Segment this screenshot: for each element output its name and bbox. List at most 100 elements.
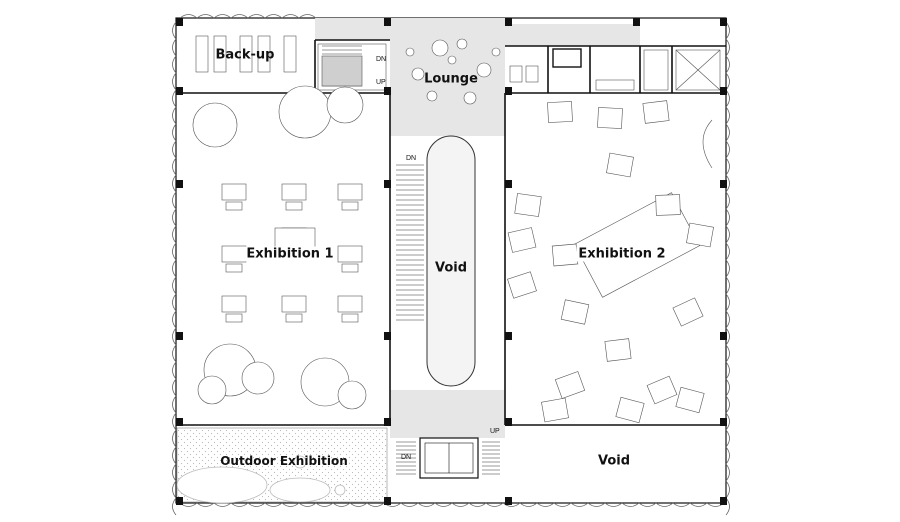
wall-bump <box>172 174 177 193</box>
wall-bump <box>172 225 177 244</box>
wall-bump <box>172 191 177 210</box>
column <box>720 497 727 505</box>
column <box>384 418 391 426</box>
wall-bump <box>689 502 708 507</box>
wall-bump <box>604 502 623 507</box>
exhibit-frame <box>507 227 537 253</box>
lounge-seat <box>476 62 492 78</box>
wall-bump <box>485 502 504 507</box>
exhibit-round <box>278 85 332 139</box>
column <box>384 87 391 95</box>
exhibit-table <box>221 183 247 201</box>
wall-bump <box>638 502 657 507</box>
column <box>384 332 391 340</box>
room-label-void-center: Void <box>434 260 468 276</box>
stair-dn-bottom: DN <box>401 454 412 461</box>
exhibit-frame <box>541 397 569 423</box>
exhibit-frame <box>547 101 573 123</box>
exhibit-round <box>192 102 238 148</box>
exhibit-frame <box>507 271 537 299</box>
wall-bump <box>725 242 730 261</box>
bottom-core <box>419 437 479 479</box>
column <box>176 180 183 188</box>
exhibit-table <box>225 263 243 273</box>
lounge-seat <box>456 38 468 50</box>
column <box>633 18 640 26</box>
walls <box>176 39 726 426</box>
exhibit-table <box>341 201 359 211</box>
wall-bump <box>655 502 674 507</box>
column <box>720 87 727 95</box>
toilets-core <box>317 43 721 91</box>
exhibit-table <box>225 201 243 211</box>
wall-bump <box>400 502 419 507</box>
wall-bump <box>172 497 177 516</box>
wall-bump <box>172 123 177 142</box>
wall-bump <box>230 14 249 19</box>
wall-bump <box>725 276 730 295</box>
wall-bump <box>349 502 368 507</box>
column <box>176 18 183 26</box>
wall-bump <box>298 502 317 507</box>
column <box>505 87 512 95</box>
wall-bump <box>434 502 453 507</box>
wall-bump <box>196 502 215 507</box>
column <box>505 497 512 505</box>
exhibit-table <box>337 183 363 201</box>
wall-bump <box>264 502 283 507</box>
wall-bump <box>366 502 385 507</box>
exhibit-table <box>225 313 243 323</box>
wall-bump <box>172 463 177 482</box>
wall-bump <box>172 21 177 40</box>
wall-bump <box>172 55 177 74</box>
wall-bump <box>725 412 730 431</box>
wall-bump <box>172 412 177 431</box>
wall-bump <box>519 502 538 507</box>
wall-bump <box>172 344 177 363</box>
wall-bump <box>621 502 640 507</box>
room-label-outdoor-exhibition: Outdoor Exhibition <box>220 454 348 468</box>
wall-bump <box>725 157 730 176</box>
wall-bump <box>725 55 730 74</box>
exhibit-table <box>221 295 247 313</box>
outdoor-shapes <box>176 455 346 504</box>
wall-bump <box>172 293 177 312</box>
wall-bump <box>725 259 730 278</box>
room-label-exhibition-1: Exhibition 1 <box>244 246 336 262</box>
wall-bump <box>172 106 177 125</box>
exhibit-table <box>337 245 363 263</box>
void-pill <box>426 135 476 387</box>
wall-bump <box>247 14 266 19</box>
wall-bump <box>725 378 730 397</box>
column <box>720 18 727 26</box>
column <box>176 418 183 426</box>
exhibit-table <box>281 183 307 201</box>
exhibit-round <box>326 86 364 124</box>
stair-dn-void: DN <box>406 155 417 162</box>
column <box>720 180 727 188</box>
column <box>505 180 512 188</box>
wall-bump <box>172 242 177 261</box>
wall-bump <box>172 395 177 414</box>
wall-bump <box>725 327 730 346</box>
wall-bump <box>725 497 730 516</box>
wall-bump <box>725 191 730 210</box>
column <box>384 18 391 26</box>
wall-bump <box>725 174 730 193</box>
backup-desks <box>195 35 297 73</box>
wall-bump <box>725 361 730 380</box>
wall-bump <box>725 21 730 40</box>
wall-bump <box>172 208 177 227</box>
exhibit-frame <box>615 396 645 424</box>
room-label-backup: Back-up <box>215 47 275 63</box>
exhibit-table <box>285 313 303 323</box>
wall-bump <box>264 14 283 19</box>
lounge-seat <box>426 90 438 102</box>
wall-bump <box>172 446 177 465</box>
wall-bump <box>172 378 177 397</box>
wall-bump <box>725 344 730 363</box>
exhibit-table <box>274 227 316 249</box>
wall-bump <box>451 502 470 507</box>
wall-bump <box>725 140 730 159</box>
wall-bump <box>587 502 606 507</box>
